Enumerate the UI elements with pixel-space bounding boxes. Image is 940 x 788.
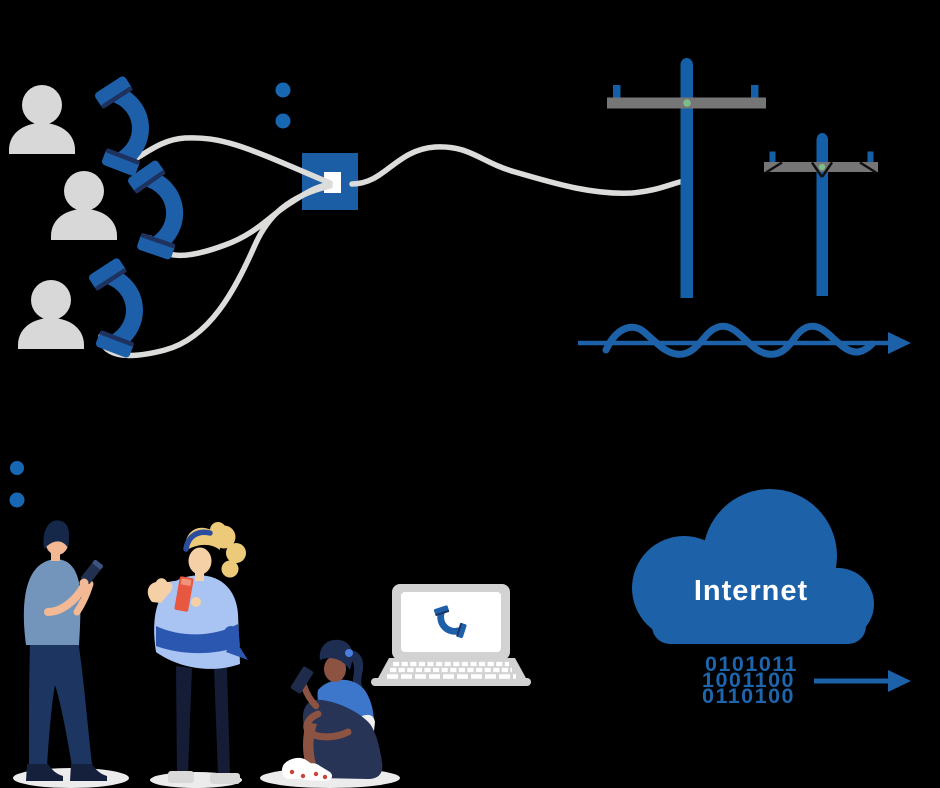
analog-wave-arrow-icon (578, 322, 911, 358)
binary-stream: 0101011 1001100 0110100 (702, 652, 798, 708)
utility-pole-icon (607, 58, 766, 299)
internet-label: Internet (694, 575, 808, 607)
man-with-smartphone (23, 520, 107, 781)
insulator-dot (683, 99, 691, 107)
utility-pole-icon (764, 133, 878, 296)
binary-line: 0101011 (705, 652, 798, 676)
callers-group (9, 85, 117, 349)
keyboard-keys (387, 661, 516, 679)
smartphone-icon (81, 559, 103, 585)
digital-arrow-icon (814, 670, 911, 692)
ellipsis-dots-icon-top (275, 82, 291, 129)
ellipsis-dots-icon-bottom (9, 461, 25, 508)
woman-with-smartphone (147, 522, 248, 784)
person-icon (9, 85, 75, 154)
insulator-dot (818, 163, 826, 171)
headband (183, 529, 213, 552)
cloud-icon: Internet (632, 489, 874, 644)
smartphone-icon (290, 666, 314, 694)
telephone-wire (98, 135, 690, 359)
person-icon (18, 280, 84, 349)
pole-braces (765, 161, 877, 178)
girl-sitting-with-smartphone (281, 639, 383, 781)
phone-handset-icon (86, 256, 140, 362)
laptop-with-phone-icon (371, 584, 531, 686)
binary-line: 0110100 (702, 684, 795, 708)
ponytail (210, 522, 246, 578)
sneaker-accents (289, 769, 328, 780)
smartphone-icon (174, 576, 194, 612)
binary-line: 1001100 (702, 668, 795, 692)
hair-tie (345, 649, 353, 657)
person-icon (51, 171, 117, 240)
phone-handset-icon (92, 74, 146, 180)
